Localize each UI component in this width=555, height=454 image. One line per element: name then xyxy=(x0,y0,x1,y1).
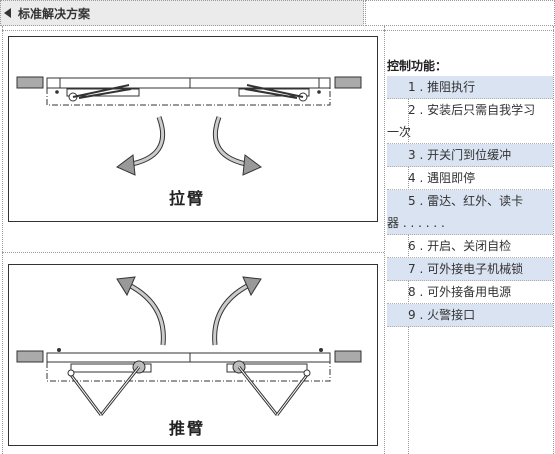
header-spacer xyxy=(365,0,555,26)
feature-text: 3 . 开关门到位缓冲 xyxy=(408,148,512,162)
feature-item-3: 3 . 开关门到位缓冲 xyxy=(387,144,553,167)
features-title: 控制功能： xyxy=(387,59,448,73)
grid-line xyxy=(384,26,385,454)
feature-text: 2 . 安装后只需自我学习 xyxy=(408,103,536,117)
feature-item-4: 4 . 遇阻即停 xyxy=(387,167,553,190)
feature-text-continued: 器 . . . . . . xyxy=(387,216,445,230)
feature-text: 7 . 可外接电子机械锁 xyxy=(408,262,524,276)
section-title: 标准解决方案 xyxy=(18,7,91,21)
features-list: 1 . 推阻执行 2 . 安装后只需自我学习 一次 3 . 开关门到位缓冲 4 … xyxy=(387,76,553,327)
feature-item-9: 9 . 火警接口 xyxy=(387,304,553,327)
push-arm-drawing xyxy=(16,276,362,416)
grid-line xyxy=(2,26,3,454)
grid-line xyxy=(2,30,384,31)
grid-line xyxy=(553,26,554,454)
grid-line xyxy=(384,30,554,31)
feature-item-2: 2 . 安装后只需自我学习 一次 xyxy=(387,99,553,144)
triangle-left-icon xyxy=(4,8,11,18)
feature-item-1: 1 . 推阻执行 xyxy=(387,76,553,99)
feature-item-8: 8 . 可外接备用电源 xyxy=(387,281,553,304)
grid-line xyxy=(2,252,384,253)
feature-text-continued: 一次 xyxy=(387,125,412,139)
feature-text: 8 . 可外接备用电源 xyxy=(408,285,512,299)
pull-arm-label: 拉臂 xyxy=(169,189,206,208)
feature-item-5: 5 . 雷达、红外、读卡 器 . . . . . . xyxy=(387,190,553,235)
push-arm-diagram: 推臂 xyxy=(8,264,378,446)
feature-item-6: 6 . 开启、关闭自检 xyxy=(387,235,553,258)
pull-arm-drawing xyxy=(16,76,362,176)
feature-text: 5 . 雷达、红外、读卡 xyxy=(408,194,524,208)
feature-text: 9 . 火警接口 xyxy=(408,308,476,322)
feature-item-7: 7 . 可外接电子机械锁 xyxy=(387,258,553,281)
feature-text: 6 . 开启、关闭自检 xyxy=(408,239,512,253)
pull-arm-diagram: 拉臂 xyxy=(8,36,378,222)
feature-text: 1 . 推阻执行 xyxy=(408,80,476,94)
feature-text: 4 . 遇阻即停 xyxy=(408,171,476,185)
section-header: 标准解决方案 xyxy=(0,0,364,26)
push-arm-label: 推臂 xyxy=(169,419,206,438)
